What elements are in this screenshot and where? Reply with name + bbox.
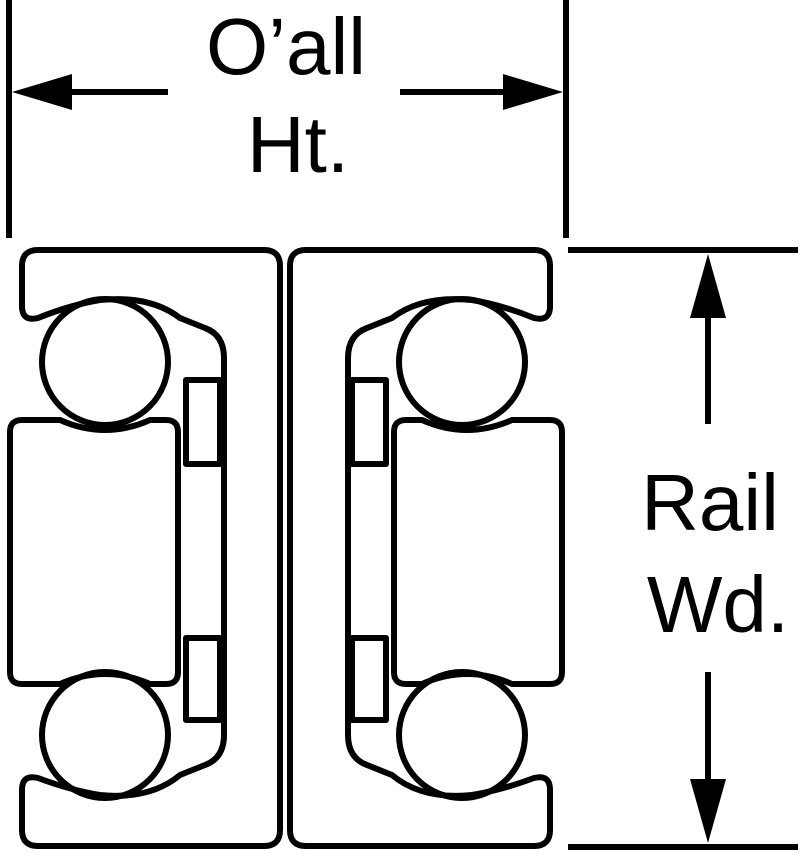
left-outer-member (19, 247, 283, 849)
ball-bearing-bottom-right (396, 669, 528, 801)
ball-bearing-top-left (39, 296, 171, 428)
rail-width-dimension: Rail Wd. (568, 247, 798, 850)
ball-bearing-top-right (396, 296, 528, 428)
right-retainer-top (349, 377, 389, 467)
arrowhead-right-icon (503, 74, 563, 110)
rail-width-label-line2: Wd. (647, 560, 789, 649)
left-retainer-bottom (183, 635, 223, 723)
rail-width-label-line1: Rail (641, 458, 779, 547)
right-inner-rail (391, 417, 565, 687)
right-outer-member (287, 247, 553, 849)
arrowhead-left-icon (12, 74, 72, 110)
arrowhead-down-icon (690, 779, 726, 843)
slide-cross-section (7, 247, 565, 849)
overall-height-label-line2: Ht. (247, 100, 349, 189)
ball-bearing-bottom-left (39, 669, 171, 801)
arrowhead-up-icon (690, 254, 726, 318)
left-retainer-top (183, 377, 223, 467)
right-retainer-bottom (349, 635, 389, 723)
left-inner-rail (7, 417, 181, 687)
overall-height-dimension: O’all Ht. (6, 0, 569, 238)
overall-height-label-line1: O’all (206, 2, 366, 91)
